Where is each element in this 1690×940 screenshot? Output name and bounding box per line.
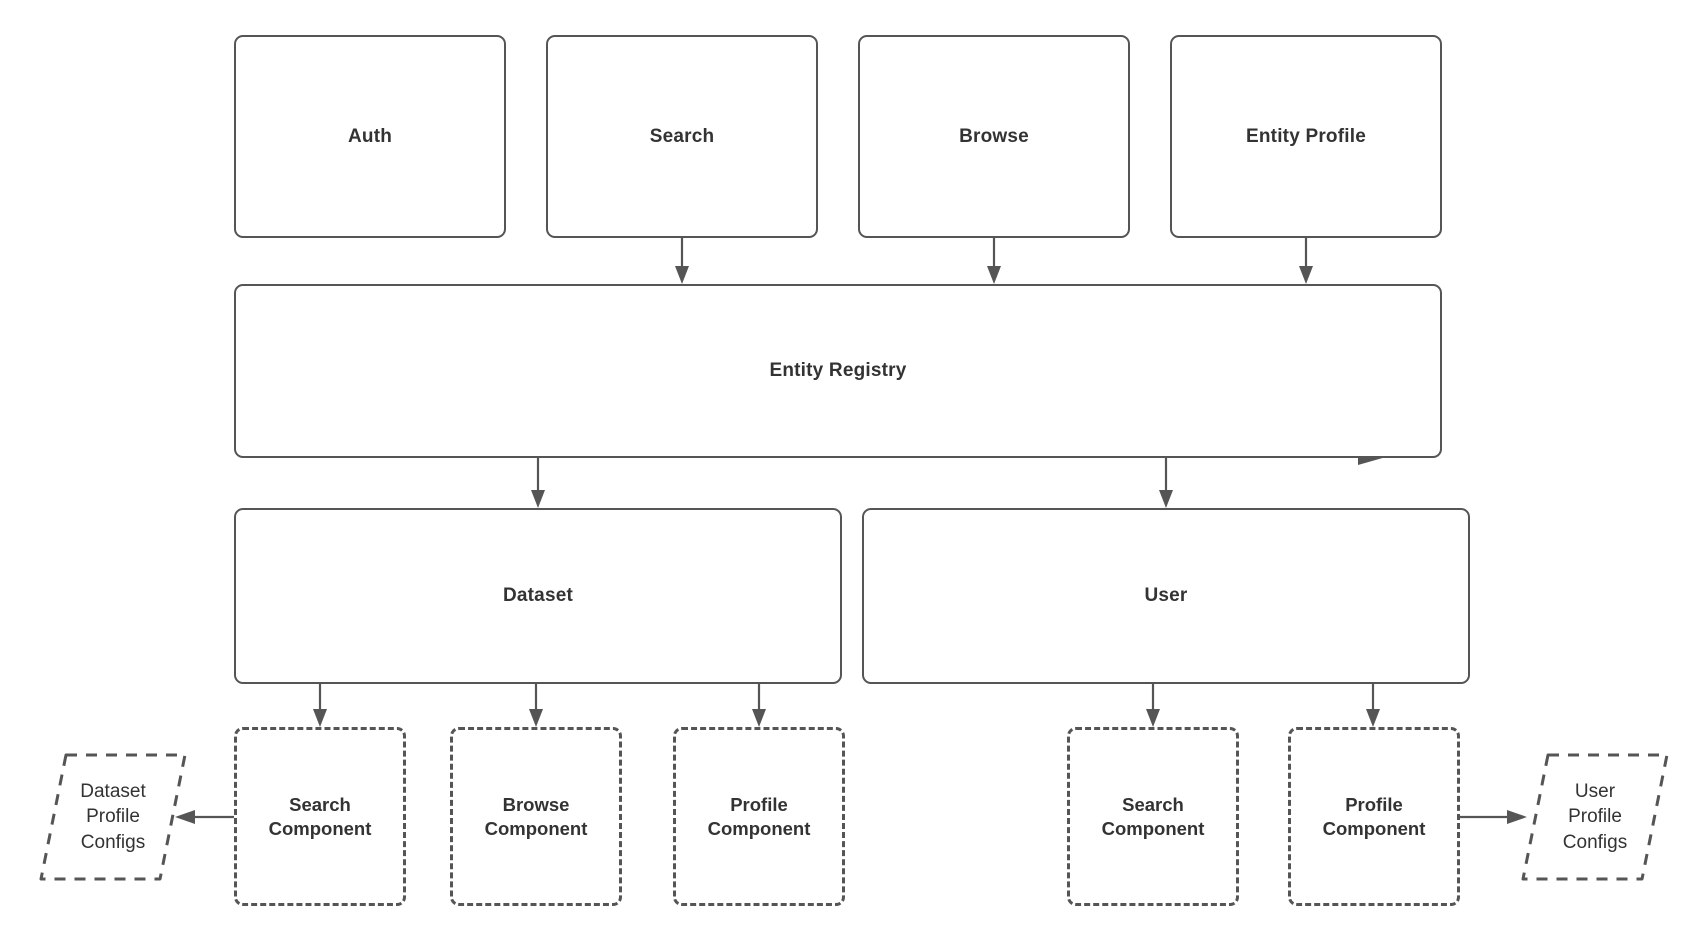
node-dataset-profile-component-label: Profile Component [708, 793, 811, 840]
component-label-line-1: Profile [1345, 793, 1403, 815]
edge-user-to-search-component [1146, 684, 1160, 727]
edge-dataset-to-search-component [313, 684, 327, 727]
node-auth-label: Auth [347, 125, 393, 147]
component-label-line-2: Component [1322, 817, 1426, 839]
node-user-profile-component[interactable]: Profile Component [1288, 727, 1460, 906]
component-label-line-2: Component [268, 817, 372, 839]
node-user-search-component-label: Search Component [1102, 793, 1205, 840]
node-user-search-component[interactable]: Search Component [1067, 727, 1239, 906]
node-user[interactable]: User [862, 508, 1470, 684]
edge-entity-profile-to-entity-registry [1299, 238, 1313, 284]
edge-browse-to-entity-registry [987, 238, 1001, 284]
node-browse-label: Browse [959, 125, 1029, 147]
parallelogram-shape-dataset [39, 753, 187, 881]
node-user-label: User [1144, 585, 1188, 606]
component-label-line-1: Search [289, 793, 351, 815]
edge-dataset-to-browse-component [529, 684, 543, 727]
edge-search-to-entity-registry [675, 238, 689, 284]
component-label-line-2: Component [1101, 817, 1205, 839]
parallelogram-shape-user [1521, 753, 1669, 881]
node-user-profile-configs[interactable]: User Profile Configs [1520, 752, 1670, 882]
node-search-label: Search [649, 125, 715, 147]
node-dataset-search-component-label: Search Component [269, 793, 372, 840]
node-search[interactable]: Search [546, 35, 818, 238]
node-entity-registry-label: Entity Registry [769, 360, 907, 381]
node-dataset-browse-component-label: Browse Component [485, 793, 588, 840]
node-dataset-profile-configs[interactable]: Dataset Profile Configs [38, 752, 188, 882]
edge-user-to-profile-component [1366, 684, 1380, 727]
node-dataset-browse-component[interactable]: Browse Component [450, 727, 622, 906]
node-entity-profile[interactable]: Entity Profile [1170, 35, 1442, 238]
node-dataset[interactable]: Dataset [234, 508, 842, 684]
node-entity-profile-label: Entity Profile [1246, 125, 1366, 147]
node-dataset-search-component[interactable]: Search Component [234, 727, 406, 906]
node-browse[interactable]: Browse [858, 35, 1130, 238]
edge-entity-registry-to-dataset [531, 458, 545, 508]
component-label-line-2: Component [707, 817, 811, 839]
component-label-line-2: Component [484, 817, 588, 839]
edge-user-profile-component-to-user-profile-configs [1460, 810, 1527, 824]
node-dataset-profile-component[interactable]: Profile Component [673, 727, 845, 906]
node-user-profile-component-label: Profile Component [1323, 793, 1426, 840]
node-dataset-label: Dataset [502, 585, 574, 606]
edge-dataset-to-profile-component [752, 684, 766, 727]
component-label-line-1: Profile [730, 793, 788, 815]
component-label-line-1: Browse [502, 793, 570, 815]
component-label-line-1: Search [1122, 793, 1184, 815]
edge-entity-registry-to-user [1159, 458, 1173, 508]
node-entity-registry[interactable]: Entity Registry [234, 284, 1442, 458]
node-auth[interactable]: Auth [234, 35, 506, 238]
